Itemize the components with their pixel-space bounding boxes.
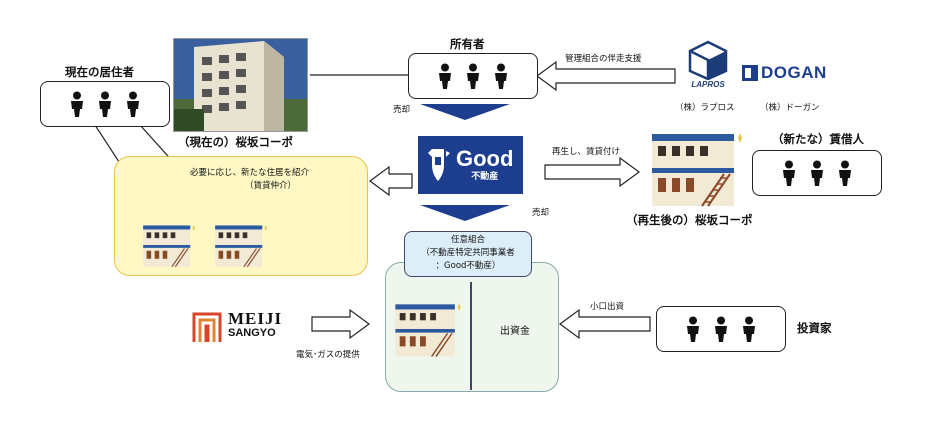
- meiji-stripes-icon: [192, 310, 222, 342]
- lapros-logo: LAPROS: [684, 40, 732, 90]
- person-icon: [465, 63, 481, 89]
- owner-box: [408, 53, 538, 99]
- person-icon: [781, 160, 797, 186]
- person-icon: [125, 91, 141, 117]
- cube-logo-icon: [688, 40, 728, 80]
- sale-arrow-bottom: [420, 205, 510, 221]
- person-icon: [809, 160, 825, 186]
- investors-box: [656, 306, 786, 352]
- union-line1: 任意組合: [450, 235, 485, 245]
- union-capital: 出資金: [500, 326, 530, 337]
- meiji-line2: SANGYO: [228, 327, 276, 339]
- good-logo-text: Good: [456, 146, 514, 171]
- new-tenants-label: （新たな）賃借人: [772, 132, 864, 146]
- person-icon: [69, 91, 85, 117]
- renovated-building-caption: （再生後の）桜坂コーポ: [626, 213, 753, 227]
- relocation-arrow: [368, 165, 413, 197]
- new-tenants-box: [752, 150, 882, 196]
- union-header: 任意組合 （不動産特定共同事業者 ：Good不動産）: [404, 231, 532, 277]
- sale-arrow-top: [420, 104, 510, 120]
- investors-label: 投資家: [797, 321, 832, 335]
- person-icon: [493, 63, 509, 89]
- investment-label: 小口出資: [590, 302, 625, 312]
- revive-arrow: [544, 156, 641, 188]
- union-divider: [470, 282, 472, 390]
- dogan-square-icon: [742, 65, 758, 81]
- utilities-label: 電気･ガスの提供: [296, 350, 360, 360]
- person-icon: [685, 316, 701, 342]
- person-icon: [837, 160, 853, 186]
- sale-label-top: 売却: [393, 105, 411, 115]
- relocation-label-1: 必要に応じ、新たな住居を紹介: [190, 168, 310, 178]
- relocated-building-1: [140, 222, 198, 268]
- meiji-line1: MEIJI: [228, 309, 283, 328]
- good-logo: Good 不動産: [418, 136, 523, 194]
- person-icon: [713, 316, 729, 342]
- dogan-logo: DOGAN: [742, 63, 827, 83]
- meiji-logo: MEIJI SANGYO: [192, 310, 282, 342]
- owner-label: 所有者: [450, 37, 485, 51]
- current-building-photo: [173, 38, 308, 132]
- person-icon: [97, 91, 113, 117]
- lapros-logo-text: LAPROS: [691, 80, 725, 89]
- dogan-logo-text: DOGAN: [761, 63, 827, 82]
- person-icon: [437, 63, 453, 89]
- good-logo-sub: 不動産: [471, 172, 499, 182]
- union-line3: ：Good不動産）: [435, 261, 501, 271]
- support-arrow: [535, 60, 676, 92]
- current-residents-box: [40, 81, 170, 127]
- current-residents-label: 現在の居住者: [65, 65, 134, 79]
- support-label: 管理組合の伴走支援: [565, 54, 642, 64]
- dogan-caption: （株）ドーガン: [760, 103, 820, 113]
- renovated-building-main: [652, 128, 742, 208]
- relocation-label-2: （賃貸仲介）: [245, 181, 297, 191]
- shield-good-icon: [426, 145, 452, 185]
- relocated-building-2: [212, 222, 270, 268]
- union-building: [393, 300, 463, 358]
- lapros-caption: （株）ラプロス: [675, 103, 735, 113]
- sparkle-icon: [738, 133, 742, 143]
- investment-arrow: [558, 308, 651, 340]
- revive-label: 再生し、賃貸付け: [552, 147, 621, 157]
- person-icon: [741, 316, 757, 342]
- union-line2: （不動産特定共同事業者: [421, 248, 515, 258]
- utilities-arrow: [311, 308, 371, 340]
- current-building-caption: （現在の）桜坂コーポ: [178, 135, 293, 149]
- sale-label-bottom: 売却: [532, 208, 550, 218]
